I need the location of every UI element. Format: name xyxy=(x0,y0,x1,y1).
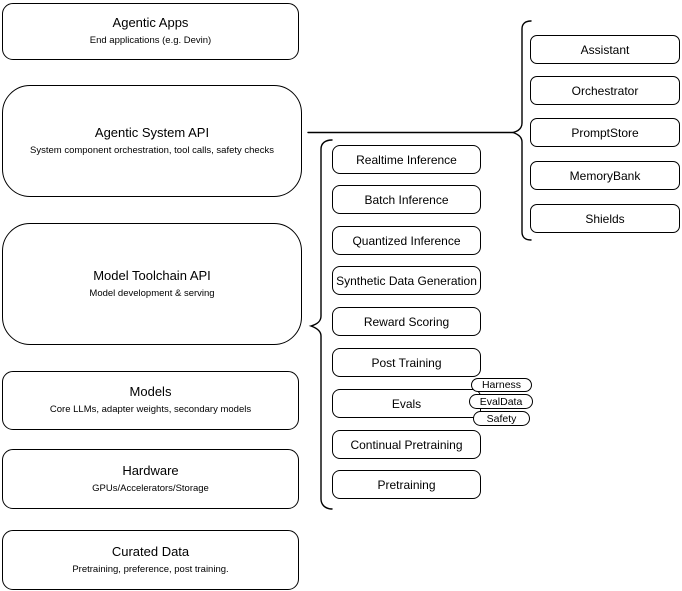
service-realtime-inference: Realtime Inference xyxy=(332,145,481,174)
node-curated-data: Curated Data Pretraining, preference, po… xyxy=(2,530,299,590)
service-batch-inference: Batch Inference xyxy=(332,185,481,214)
node-agentic-system-api: Agentic System API System component orch… xyxy=(2,85,302,197)
component-promptstore: PromptStore xyxy=(530,118,680,147)
service-synthetic-data-generation: Synthetic Data Generation xyxy=(332,266,481,295)
node-hardware: Hardware GPUs/Accelerators/Storage xyxy=(2,449,299,509)
node-agentic-apps: Agentic Apps End applications (e.g. Devi… xyxy=(2,3,299,60)
component-memorybank: MemoryBank xyxy=(530,161,680,190)
service-continual-pretraining: Continual Pretraining xyxy=(332,430,481,459)
tag-harness: Harness xyxy=(471,378,532,392)
node-title: Models xyxy=(129,384,172,400)
brace-toolchain-services xyxy=(308,139,333,510)
service-quantized-inference: Quantized Inference xyxy=(332,226,481,255)
component-orchestrator: Orchestrator xyxy=(530,76,680,105)
node-model-toolchain-api: Model Toolchain API Model development & … xyxy=(2,223,302,345)
node-title: Agentic System API xyxy=(94,124,210,140)
component-shields: Shields xyxy=(530,204,680,233)
node-subtitle: Core LLMs, adapter weights, secondary mo… xyxy=(49,404,252,416)
node-subtitle: GPUs/Accelerators/Storage xyxy=(92,482,209,494)
node-title: Curated Data xyxy=(111,543,190,559)
service-pretraining: Pretraining xyxy=(332,470,481,499)
node-subtitle: End applications (e.g. Devin) xyxy=(89,35,212,47)
node-title: Hardware xyxy=(122,462,179,478)
node-subtitle: Model development & serving xyxy=(89,287,215,299)
brace-system-components xyxy=(510,20,532,241)
service-post-training: Post Training xyxy=(332,348,481,377)
tag-safety: Safety xyxy=(473,411,530,426)
node-title: Agentic Apps xyxy=(112,15,189,31)
tag-evaldata: EvalData xyxy=(469,394,533,409)
service-evals: Evals xyxy=(332,389,481,418)
node-subtitle: Pretraining, preference, post training. xyxy=(72,563,229,575)
node-subtitle: System component orchestration, tool cal… xyxy=(30,144,274,156)
service-reward-scoring: Reward Scoring xyxy=(332,307,481,336)
component-assistant: Assistant xyxy=(530,35,680,64)
node-models: Models Core LLMs, adapter weights, secon… xyxy=(2,371,299,430)
node-title: Model Toolchain API xyxy=(93,267,211,283)
